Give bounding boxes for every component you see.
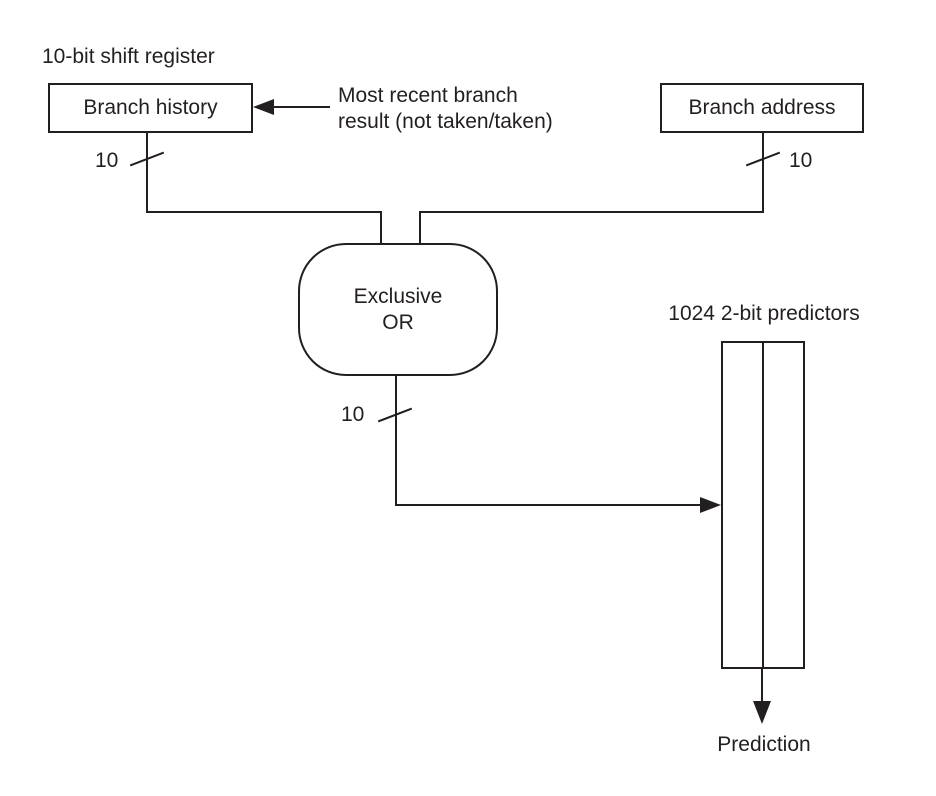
index-bus-horizontal-wire xyxy=(395,504,702,506)
address-bus-vertical-wire xyxy=(762,133,764,212)
predictor-table-column-divider xyxy=(762,343,764,667)
history-bus-width-label: 10 xyxy=(95,149,119,172)
branch-address-box: Branch address xyxy=(660,83,864,133)
prediction-caption: Prediction xyxy=(717,733,811,756)
recent-result-caption-line1: Most recent branch xyxy=(338,84,518,107)
index-bus-vertical-wire xyxy=(395,374,397,506)
exclusive-or-node: Exclusive OR xyxy=(298,243,498,376)
predictors-caption: 1024 2-bit predictors xyxy=(668,302,860,325)
address-bus-width-label: 10 xyxy=(789,149,813,172)
branch-history-box: Branch history xyxy=(48,83,253,133)
address-bus-drop-wire xyxy=(419,211,421,245)
history-bus-horizontal-wire xyxy=(146,211,382,213)
address-bus-horizontal-wire xyxy=(419,211,764,213)
history-bus-drop-wire xyxy=(380,211,382,245)
recent-result-arrow-line xyxy=(272,106,330,108)
arrowhead-left-icon xyxy=(253,99,274,115)
history-bus-vertical-wire xyxy=(146,133,148,212)
branch-history-label: Branch history xyxy=(83,96,218,119)
recent-result-caption: Most recent branch result (not taken/tak… xyxy=(338,83,553,135)
shift-register-caption: 10-bit shift register xyxy=(42,45,215,68)
branch-address-label: Branch address xyxy=(688,96,836,119)
index-bus-width-label: 10 xyxy=(341,403,365,426)
exclusive-or-label-line1: Exclusive xyxy=(353,284,443,308)
prediction-output-wire xyxy=(761,668,763,702)
exclusive-or-label-line2: OR xyxy=(382,310,414,334)
arrowhead-right-icon xyxy=(700,497,721,513)
recent-result-caption-line2: result (not taken/taken) xyxy=(338,110,553,133)
arrowhead-down-icon xyxy=(753,701,771,724)
predictor-table xyxy=(721,341,805,669)
